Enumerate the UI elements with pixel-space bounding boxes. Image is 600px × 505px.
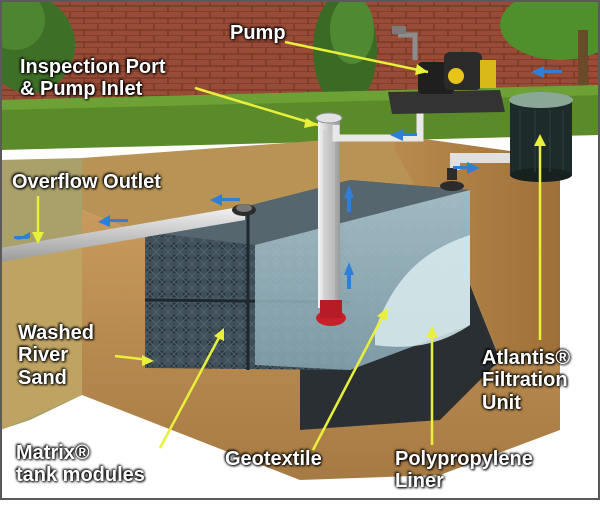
flow-arrow-overflow-1-shaft <box>14 236 28 239</box>
label-geotextile: Geotextile <box>225 448 322 470</box>
label-inspection-port: Inspection Port & Pump Inlet <box>20 56 166 101</box>
flow-arrow-riser-1 <box>344 185 354 198</box>
label-atlantis-line1: Atlantis® <box>482 347 571 369</box>
label-liner-line2: Liner <box>395 470 444 493</box>
label-sand-line1: Washed <box>18 322 94 344</box>
label-atlantis-line2: Filtration <box>482 369 568 392</box>
label-washed-river-sand: Washed River Sand <box>18 322 94 389</box>
leader-inspection <box>194 86 319 127</box>
geotextile-layer <box>375 235 470 347</box>
tree-right <box>500 0 600 60</box>
label-pump: Pump <box>230 22 286 44</box>
label-atlantis-line3: Unit <box>482 391 521 414</box>
label-polypropylene-liner: Polypropylene Liner <box>395 448 533 493</box>
label-matrix-line1: Matrix® <box>16 442 90 464</box>
flow-arrow-pipe-1 <box>390 129 403 141</box>
faucet-pipe <box>398 32 418 60</box>
leader-geotextile <box>311 311 387 451</box>
label-inspection-port-line2: & Pump Inlet <box>20 78 143 101</box>
label-atlantis-filtration: Atlantis® Filtration Unit <box>482 347 570 414</box>
flow-arrow-overflow-2 <box>98 215 110 227</box>
label-sand-line2: River <box>18 344 69 367</box>
leader-lines <box>32 40 546 451</box>
leader-matrix <box>158 331 224 449</box>
label-liner-line1: Polypropylene <box>395 448 533 470</box>
flow-arrow-pipe-2 <box>467 162 480 174</box>
leader-pump <box>284 40 429 74</box>
label-matrix-modules: Matrix® tank modules <box>16 442 145 487</box>
label-overflow-outlet: Overflow Outlet <box>12 171 161 193</box>
flow-arrow-pump-inlet <box>531 66 544 78</box>
inspection-port-riser <box>318 118 340 308</box>
pump-platform <box>388 90 505 114</box>
tank-modules-top <box>145 180 470 245</box>
flow-arrows <box>14 66 562 289</box>
flow-arrow-riser-2 <box>344 262 354 275</box>
label-inspection-port-line1: Inspection Port <box>20 56 166 78</box>
label-sand-line3: Sand <box>18 366 67 389</box>
label-matrix-line2: tank modules <box>16 464 145 487</box>
overflow-pipe <box>0 206 245 262</box>
pump-outlet-pipe <box>332 110 424 142</box>
